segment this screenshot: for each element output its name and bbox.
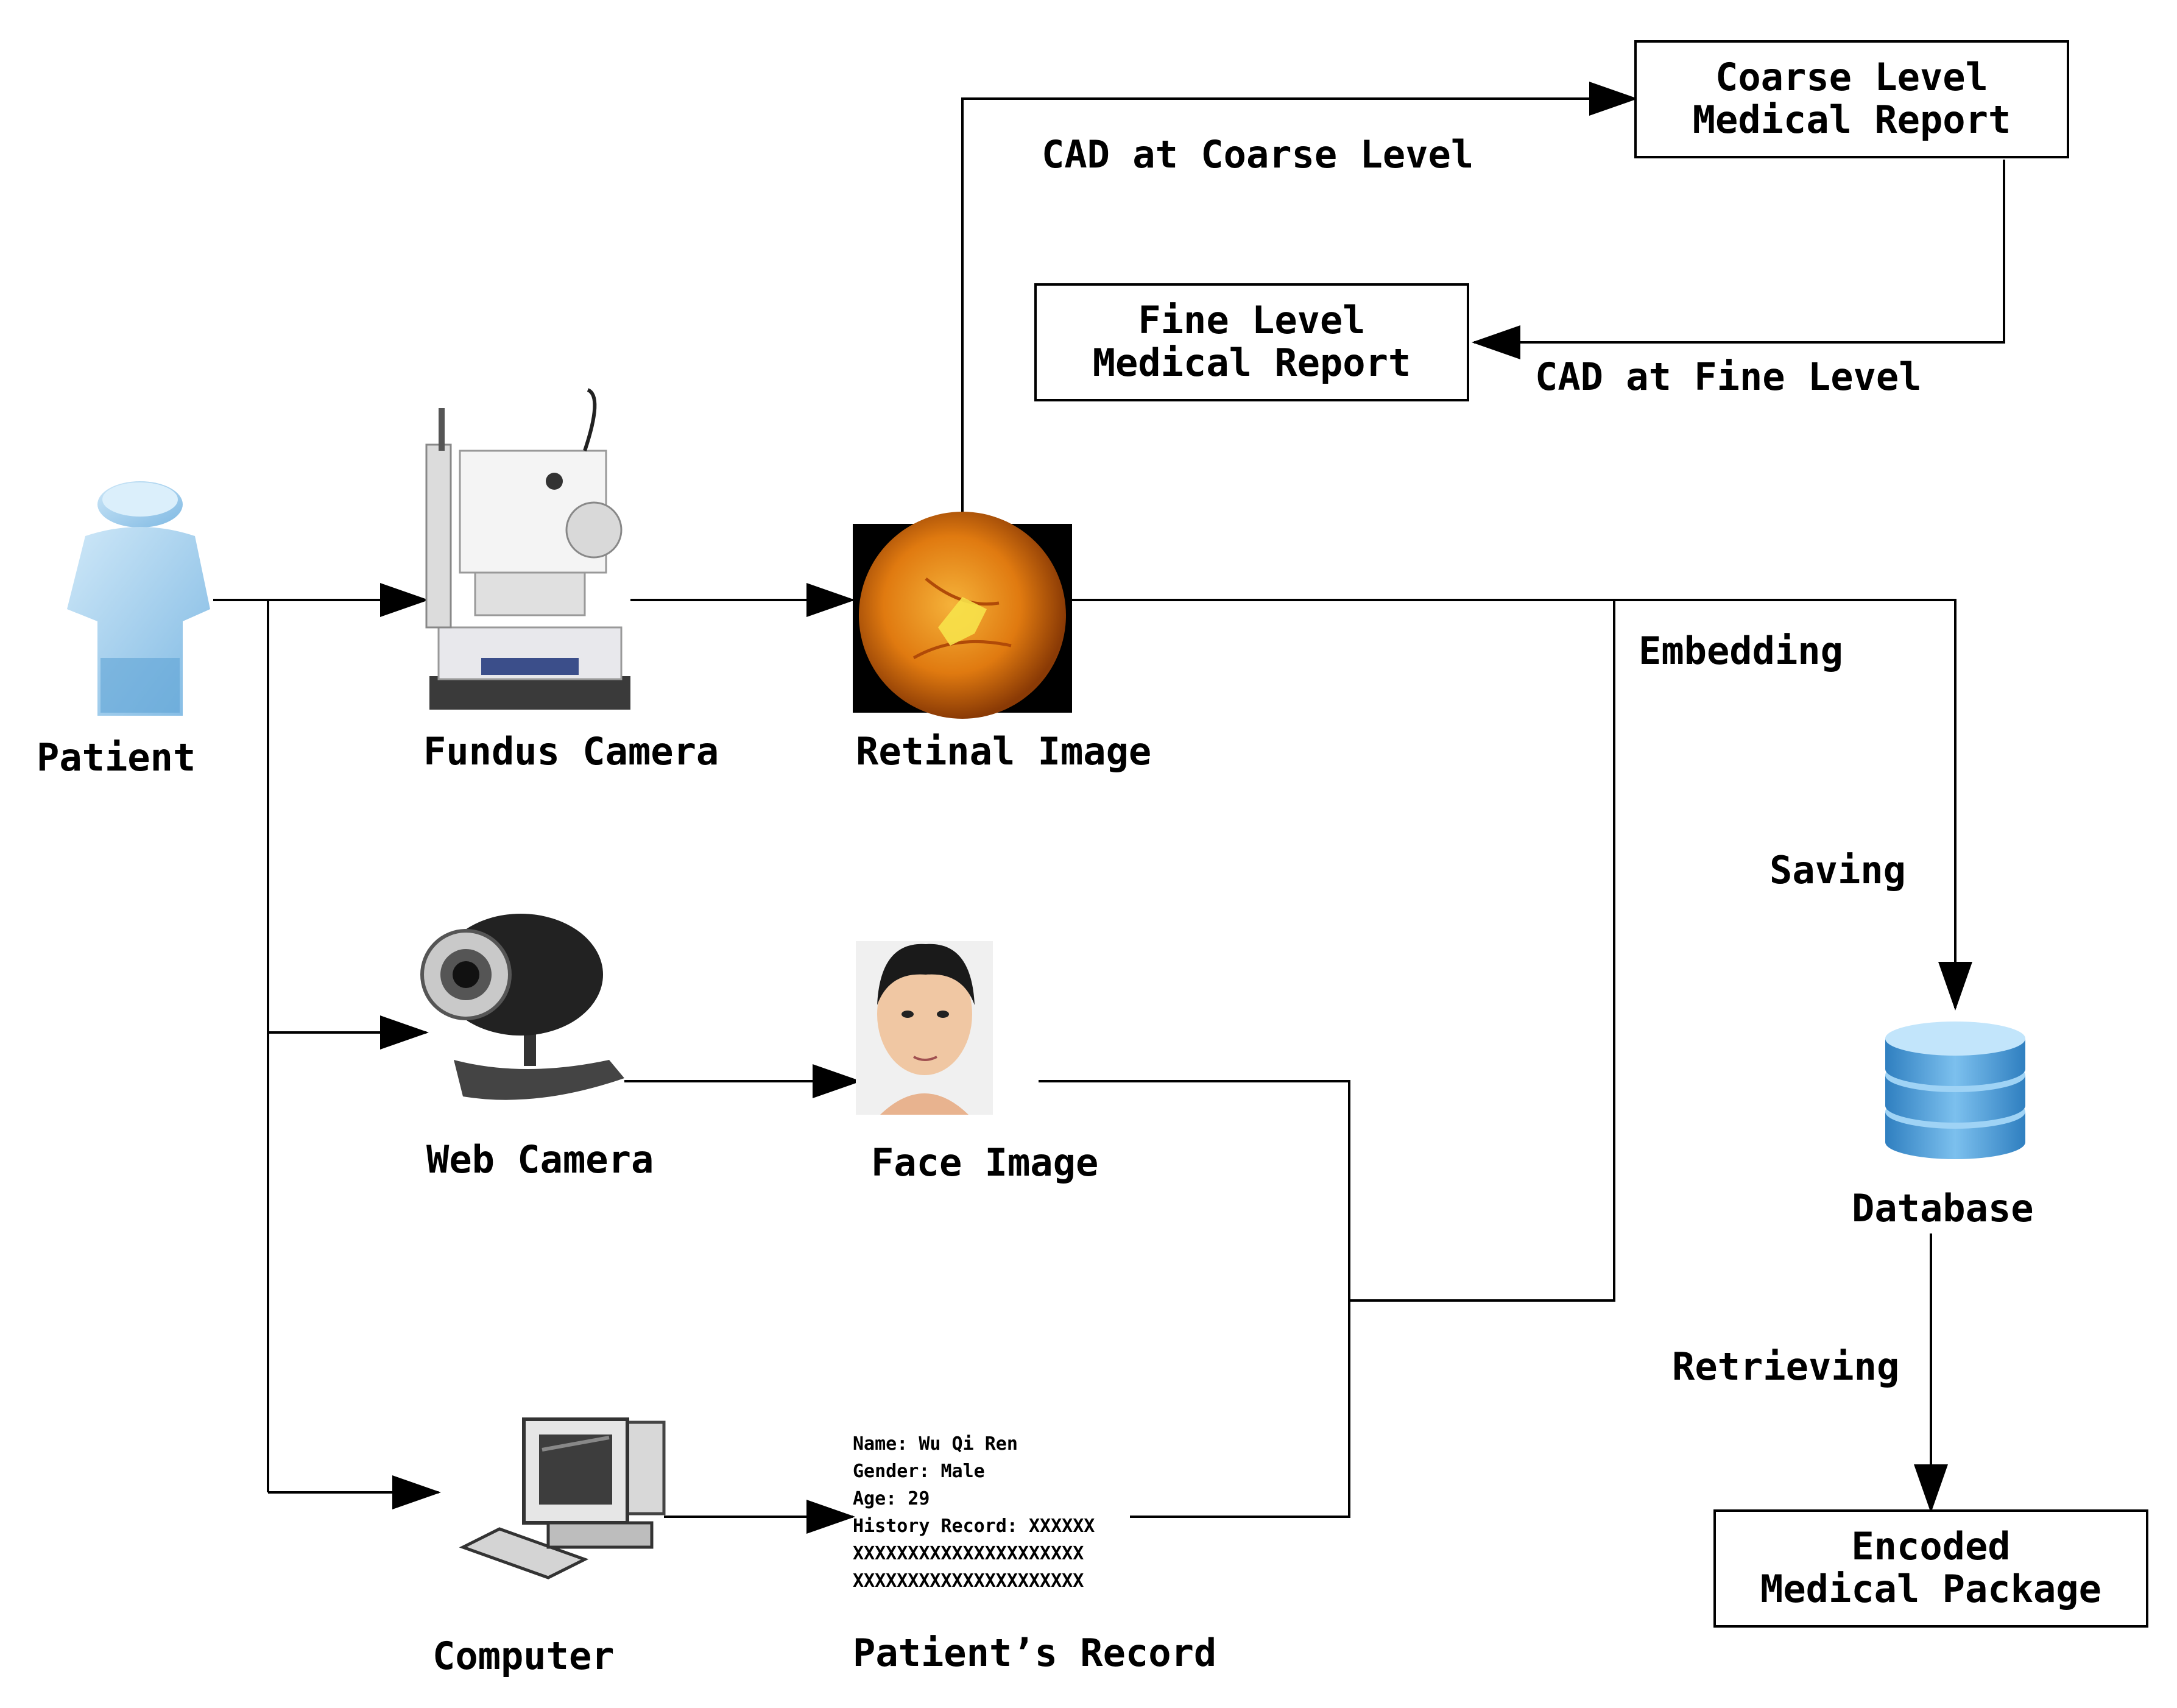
retinal-image-icon	[853, 512, 1072, 719]
coarse-report-box: Coarse Level Medical Report	[1634, 40, 2069, 158]
encoded-package-line-1: Encoded	[1851, 1524, 2010, 1569]
fundus-camera-label: Fundus Camera	[423, 729, 719, 774]
saving-label: Saving	[1769, 848, 1906, 892]
coarse-report-line-1: Coarse Level	[1715, 55, 1988, 99]
patients-record-card: Name: Wu Qi Ren Gender: Male Age: 29 His…	[853, 1433, 1095, 1592]
retrieving-label: Retrieving	[1672, 1344, 1899, 1389]
database-icon	[1885, 1022, 2025, 1159]
fine-report-line-1: Fine Level	[1138, 298, 1365, 342]
computer-label: Computer	[432, 1634, 615, 1678]
record-gender-line: Gender: Male	[853, 1461, 985, 1482]
embedding-merge-line	[1039, 1080, 1350, 1518]
web-camera-label: Web Camera	[426, 1137, 654, 1182]
embedding-line	[1349, 600, 1615, 1302]
embedding-label: Embedding	[1639, 629, 1843, 673]
patient-icon	[67, 481, 210, 716]
connectors	[213, 82, 2005, 1534]
face-image-label: Face Image	[871, 1140, 1098, 1185]
record-history-line-3: XXXXXXXXXXXXXXXXXXXXX	[853, 1570, 1084, 1592]
patients-record-label: Patient’s Record	[853, 1631, 1216, 1675]
record-age-line: Age: 29	[853, 1488, 930, 1509]
computer-icon	[459, 1417, 666, 1579]
arrow-cad-fine	[1472, 160, 2005, 359]
record-name-line: Name: Wu Qi Ren	[853, 1433, 1018, 1455]
fine-report-box: Fine Level Medical Report	[1034, 283, 1469, 401]
database-label: Database	[1852, 1186, 2034, 1230]
coarse-report-line-2: Medical Report	[1693, 97, 2011, 142]
face-image-icon	[856, 941, 993, 1115]
encoded-package-line-2: Medical Package	[1760, 1567, 2101, 1611]
arrow-saving	[1072, 599, 1972, 1011]
record-history-line-2: XXXXXXXXXXXXXXXXXXXXX	[853, 1543, 1084, 1564]
fine-report-line-2: Medical Report	[1093, 341, 1411, 385]
encoded-package-box: Encoded Medical Package	[1713, 1509, 2148, 1628]
record-history-line: History Record: XXXXXX	[853, 1516, 1095, 1537]
retinal-image-label: Retinal Image	[856, 729, 1151, 774]
cad-coarse-label: CAD at Coarse Level	[1042, 132, 1473, 177]
fundus-camera-icon	[425, 388, 630, 710]
patient-label: Patient	[37, 735, 196, 780]
cad-fine-label: CAD at Fine Level	[1535, 355, 1922, 399]
web-camera-icon	[420, 914, 624, 1100]
arrow-cad-coarse	[961, 82, 1638, 527]
